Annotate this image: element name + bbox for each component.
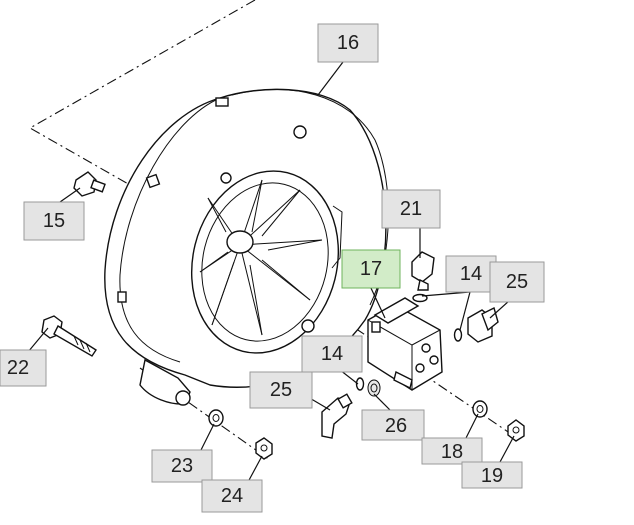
callout-24-label: 24 — [221, 485, 243, 507]
fitting-25a — [467, 306, 499, 343]
callout-16-label: 16 — [337, 32, 359, 54]
callout-18[interactable]: 18 — [421, 437, 483, 465]
callout-19[interactable]: 19 — [461, 461, 523, 489]
callout-23-label: 23 — [171, 455, 193, 477]
callout-17[interactable]: 17 — [341, 249, 401, 289]
callout-23[interactable]: 23 — [151, 449, 213, 483]
callout-26[interactable]: 26 — [361, 409, 425, 441]
callout-14-lower-label: 14 — [321, 343, 343, 365]
callout-14-lower[interactable]: 14 — [301, 335, 363, 373]
callout-25-right-label: 25 — [506, 271, 528, 293]
callout-15[interactable]: 15 — [23, 201, 85, 241]
elbow-fitting-21 — [411, 251, 435, 303]
o-ring-14b — [355, 377, 365, 391]
bolt-15 — [73, 171, 106, 197]
valve-block-17 — [367, 297, 443, 391]
fitting-25b — [321, 393, 353, 439]
callout-22[interactable]: 22 — [0, 349, 47, 387]
callout-24[interactable]: 24 — [201, 479, 263, 513]
callout-14-upper-label: 14 — [460, 263, 482, 285]
washer-23 — [208, 409, 224, 427]
callout-21-label: 21 — [400, 198, 422, 220]
callout-22-label: 22 — [7, 357, 29, 379]
callout-26-label: 26 — [385, 415, 407, 437]
callout-19-label: 19 — [481, 465, 503, 487]
callout-25-left-label: 25 — [270, 379, 292, 401]
callout-16[interactable]: 16 — [317, 23, 379, 63]
callout-21[interactable]: 21 — [381, 189, 441, 229]
spacer-26 — [367, 379, 381, 397]
callout-17-label: 17 — [360, 258, 382, 280]
callout-15-label: 15 — [43, 210, 65, 232]
callouts: 16 15 21 17 14 25 22 14 — [0, 23, 545, 513]
callout-14-upper[interactable]: 14 — [445, 255, 497, 293]
nut-19 — [507, 419, 525, 442]
washer-18 — [472, 400, 488, 418]
bolt-22 — [41, 315, 97, 357]
callout-25-left[interactable]: 25 — [249, 371, 313, 409]
nut-24 — [255, 437, 273, 460]
callout-25-right[interactable]: 25 — [489, 261, 545, 303]
o-ring-14a — [453, 328, 463, 342]
callout-18-label: 18 — [441, 441, 463, 463]
